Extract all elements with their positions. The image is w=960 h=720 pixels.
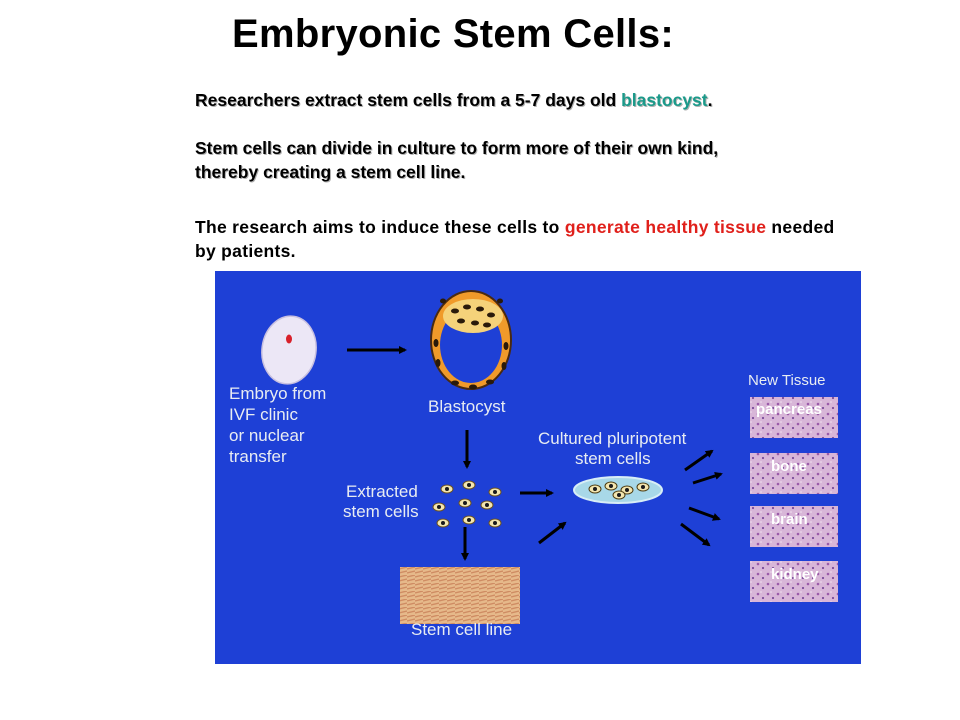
- paragraph-extract-end: .: [707, 90, 713, 110]
- paragraph-research-text: The research aims to induce these cells …: [195, 217, 565, 237]
- embryo-cell-icon: [261, 315, 317, 385]
- paragraph-divide-line-1: Stem cells can divide in culture to form…: [195, 138, 719, 158]
- tissue-bone: bone: [750, 453, 838, 494]
- paragraph-extract-text: Researchers extract stem cells from a 5-…: [195, 90, 622, 110]
- arrow-to-kidney: [680, 522, 711, 547]
- tissue-bone-label: bone: [771, 458, 807, 475]
- paragraph-extract: Researchers extract stem cells from a 5-…: [195, 88, 855, 112]
- tissue-pancreas: pancreas: [750, 397, 838, 438]
- tissue-kidney: kidney: [750, 561, 838, 602]
- tissue-brain-label: brain: [771, 511, 808, 528]
- tissue-pancreas-label: pancreas: [756, 401, 822, 418]
- cultured-label: Cultured pluripotent stem cells: [538, 429, 691, 468]
- blastocyst-icon: [430, 290, 512, 390]
- diagram-svg: Embryo from IVF clinic or nuclear transf…: [229, 290, 838, 639]
- new-tissue-heading: New Tissue: [748, 372, 826, 389]
- paragraph-research-end: needed by patients.: [195, 217, 835, 261]
- stem-cell-diagram: Embryo from IVF clinic or nuclear transf…: [215, 271, 861, 664]
- arrow-to-brain: [688, 506, 721, 521]
- stem-cell-line-label: Stem cell line: [411, 620, 512, 639]
- tissue-kidney-label: kidney: [771, 566, 819, 583]
- extracted-cells-icon: [432, 480, 502, 528]
- paragraph-divide-line-2: thereby creating a stem cell line.: [195, 162, 466, 182]
- healthy-tissue-highlight: generate healthy tissue: [564, 217, 767, 237]
- blastocyst-highlight: blastocyst: [621, 90, 708, 110]
- tissue-brain: brain: [750, 506, 838, 547]
- stem-cell-line-swatch: [400, 567, 520, 624]
- arrow-to-pancreas: [684, 449, 714, 472]
- paragraph-divide: Stem cells can divide in culture to form…: [195, 136, 855, 184]
- culture-dish-icon: [573, 476, 663, 504]
- embryo-label: Embryo from IVF clinic or nuclear transf…: [229, 384, 331, 466]
- arrow-line-to-cultured: [538, 521, 567, 545]
- extracted-label: Extracted stem cells: [343, 482, 423, 521]
- blastocyst-label: Blastocyst: [428, 397, 506, 416]
- paragraph-research: The research aims to induce these cells …: [195, 215, 855, 263]
- arrow-to-bone: [692, 472, 723, 485]
- slide-title: Embryonic Stem Cells:: [232, 12, 674, 56]
